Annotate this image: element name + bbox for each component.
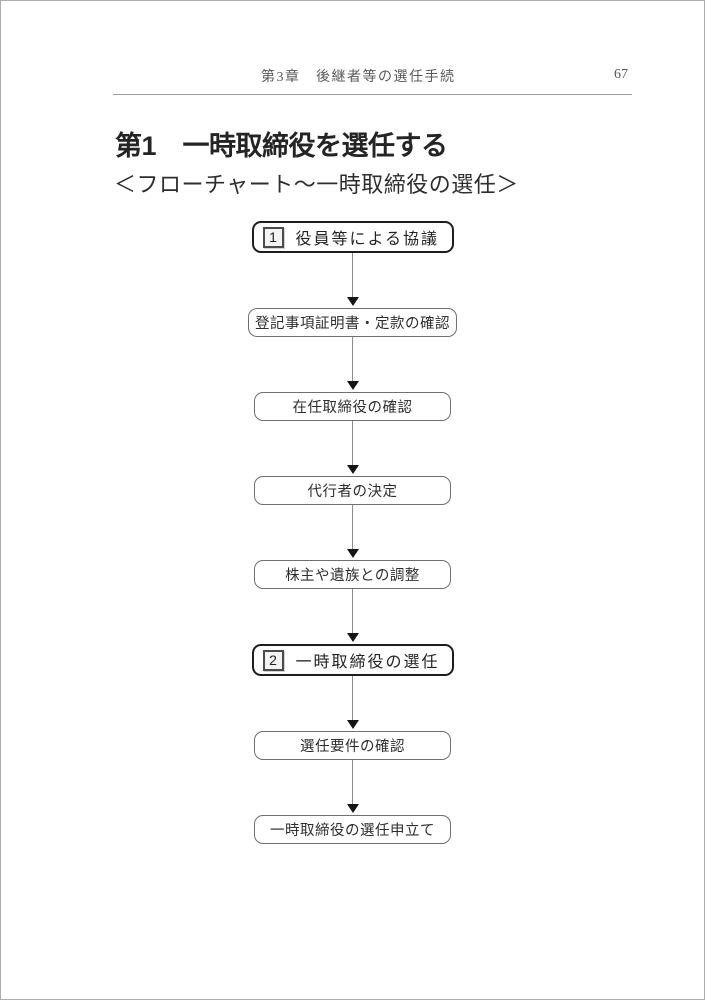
arrow-head <box>346 633 359 642</box>
arrow-head <box>346 465 359 474</box>
flow-arrow <box>346 253 359 308</box>
arrow-head <box>346 720 359 729</box>
arrow-line <box>352 760 353 804</box>
flow-node-label: 一時取締役の選任 <box>295 654 440 671</box>
flow-node-4: 代行者の決定 <box>254 476 451 505</box>
flowchart: 1 役員等による協議 登記事項証明書・定款の確認 在任取締役の確認 代行者の決定… <box>0 221 705 844</box>
arrow-head <box>346 297 359 306</box>
flow-node-label: 一時取締役の選任申立て <box>270 823 435 839</box>
arrow-head <box>346 549 359 558</box>
flow-node-2: 登記事項証明書・定款の確認 <box>248 308 457 337</box>
arrow-line <box>352 253 353 297</box>
arrow-line <box>352 421 353 465</box>
flow-node-label: 選任要件の確認 <box>300 739 405 755</box>
flow-node-label: 代行者の決定 <box>307 484 398 500</box>
arrow-line <box>352 505 353 549</box>
flowchart-heading: ＜フローチャート～一時取締役の選任＞ <box>114 172 519 197</box>
arrow-head <box>346 804 359 813</box>
arrow-line <box>352 589 353 633</box>
flow-arrow <box>346 505 359 560</box>
chapter-heading: 第3章 後継者等の選任手続 <box>261 70 456 85</box>
flow-arrow <box>346 676 359 731</box>
flow-arrow <box>346 337 359 392</box>
flow-node-5: 株主や遺族との調整 <box>254 560 451 589</box>
flow-node-1: 1 役員等による協議 <box>251 221 454 253</box>
step-number-badge: 2 <box>262 649 284 671</box>
running-header: 第3章 後継者等の選任手続 67 <box>113 66 632 86</box>
flow-node-7: 選任要件の確認 <box>254 731 451 760</box>
page-number: 67 <box>614 67 628 82</box>
flow-node-6: 2 一時取締役の選任 <box>251 644 454 676</box>
flow-node-label: 役員等による協議 <box>295 231 440 248</box>
arrow-head <box>346 381 359 390</box>
flow-node-8: 一時取締役の選任申立て <box>254 815 451 844</box>
header-divider <box>113 94 632 95</box>
page-title: 第1 一時取締役を選任する <box>115 131 448 161</box>
flow-arrow <box>346 589 359 644</box>
flow-node-label: 登記事項証明書・定款の確認 <box>255 316 450 332</box>
arrow-line <box>352 337 353 381</box>
arrow-line <box>352 676 353 720</box>
flow-node-3: 在任取締役の確認 <box>254 392 451 421</box>
flow-node-label: 株主や遺族との調整 <box>285 568 420 584</box>
flow-arrow <box>346 421 359 476</box>
flow-arrow <box>346 760 359 815</box>
flow-node-label: 在任取締役の確認 <box>292 400 413 416</box>
step-number-badge: 1 <box>262 226 284 248</box>
